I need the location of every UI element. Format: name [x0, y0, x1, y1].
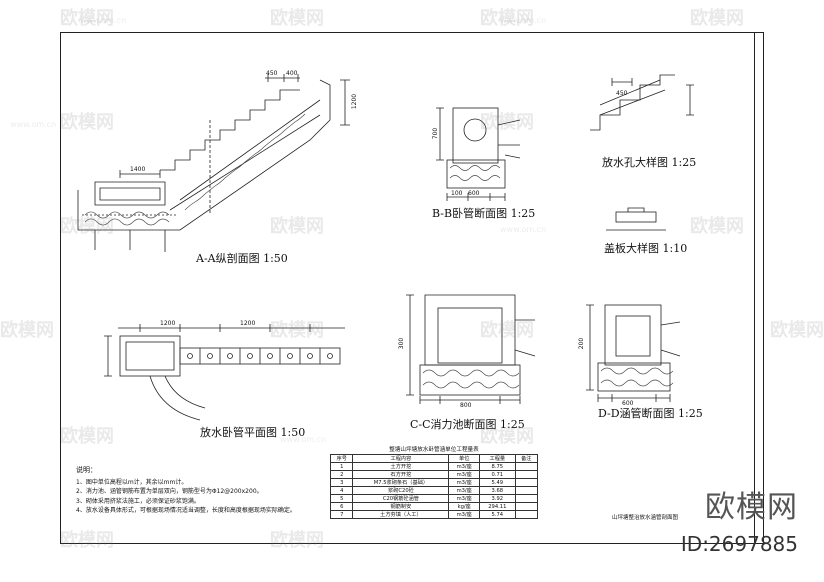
table-header: 备注 — [514, 454, 539, 463]
table-cell: m3/座 — [448, 462, 481, 471]
table-cell: 6 — [329, 502, 354, 511]
watermark-url: www.om.cn — [500, 225, 547, 234]
table-cell: 294.11 — [479, 502, 516, 511]
table-cell: m3/座 — [448, 486, 481, 495]
watermark-url: www.om.cn — [280, 435, 327, 444]
model-id: ID:2697885 — [680, 532, 798, 556]
dim-label: 200 — [578, 337, 586, 350]
table-cell — [514, 502, 539, 511]
bb-rock-fill — [449, 165, 501, 181]
table-cell: 5.74 — [479, 510, 516, 519]
table-cell — [514, 470, 539, 479]
table-cell: 钢筋制安 — [352, 502, 450, 511]
note-item: 4、放水设备具体形式，可根据现场情况适当调整，长度和高度根据现场实际确定。 — [76, 507, 296, 514]
table-cell: 2 — [329, 470, 354, 479]
plan-drawing — [104, 324, 345, 421]
dim-label: 1200 — [351, 93, 359, 110]
table-cell — [514, 478, 539, 487]
bb-title: B-B卧管断面图 1:25 — [432, 207, 536, 220]
cover-detail-drawing — [606, 207, 666, 231]
brand-logo-text: 欧模网 — [705, 490, 798, 525]
plan-title: 放水卧管平面图 1:50 — [200, 426, 306, 439]
table-cell: C20钢筋砼涵管 — [352, 494, 450, 503]
table-cell: m3/座 — [448, 510, 481, 519]
table-cell: 5.49 — [479, 478, 516, 487]
dd-title: D-D涵管断面图 1:25 — [598, 407, 703, 420]
table-cell: 5 — [329, 494, 354, 503]
drawing-frame — [60, 32, 764, 544]
table-cell: 浆砌C20砼 — [352, 486, 450, 495]
hole-title: 放水孔大样图 1:25 — [602, 156, 697, 169]
table-cell: 1 — [329, 462, 354, 471]
note-item: 3、砌体采用挤浆法施工，必须保证砂浆饱满。 — [76, 497, 200, 505]
dim-label: 1200 — [160, 320, 176, 327]
cc-rock-fill — [422, 369, 520, 389]
table-cell: 4 — [329, 486, 354, 495]
notes-block: 说明： 1、图中单位高程以m计，其余以mm计。 2、消力池、涵管钢筋布置为单层双… — [76, 466, 296, 516]
table-header: 工程量 — [479, 454, 516, 463]
table-cell: m3/座 — [448, 470, 481, 479]
table-header-row: 序号 工程内容 单位 工程量 备注 — [329, 454, 539, 463]
aa-title: A-A纵剖面图 1:50 — [196, 252, 288, 265]
table-cell: 土方夯填（人工） — [352, 510, 450, 519]
table-cell — [514, 494, 539, 503]
watermark-url: www.om.cn — [10, 120, 57, 129]
dim-label: 400 — [286, 70, 298, 77]
note-item: 2、消力池、涵管钢筋布置为单层双向，钢筋型号为Φ12@200x200。 — [76, 488, 263, 495]
table-header: 工程内容 — [352, 454, 450, 463]
sheet-title: 山坪塘整治放水涵管剖面图 — [612, 515, 679, 521]
table-cell: 3 — [329, 478, 354, 487]
table-cell: 3.68 — [479, 486, 516, 495]
table-cell: M7.5浆砌条石（基础） — [352, 478, 450, 487]
dim-label: 800 — [460, 402, 472, 409]
cc-section-drawing — [406, 294, 536, 404]
title-block-divider — [754, 32, 755, 544]
dim-label: 300 — [398, 337, 406, 350]
hole-detail-drawing — [590, 74, 694, 131]
table-cell: m3/座 — [448, 494, 481, 503]
table-header: 序号 — [329, 454, 354, 463]
dim-label: 1400 — [130, 166, 146, 173]
dim-label: 600 — [468, 190, 480, 197]
table-cell — [514, 486, 539, 495]
aa-section-drawing — [77, 74, 350, 252]
table-cell: 土方开挖 — [352, 462, 450, 471]
dim-label: 700 — [432, 127, 440, 140]
bb-section-drawing — [436, 107, 521, 201]
table-caption: 整塘山坪塘放水卧管涵单位工程量表 — [389, 447, 479, 453]
cover-title: 盖板大样图 1:10 — [604, 242, 688, 255]
watermark-url: www.om.cn — [500, 16, 547, 25]
table-cell: 7 — [329, 510, 354, 519]
table-cell: 3.92 — [479, 494, 516, 503]
table-cell — [514, 462, 539, 471]
table-cell: 8.75 — [479, 462, 516, 471]
table-cell: m3/座 — [448, 478, 481, 487]
dim-label: 450 — [266, 70, 278, 77]
dim-label: 450 — [616, 90, 628, 97]
watermark-url: www.om.cn — [80, 16, 127, 25]
dim-label: 1200 — [240, 320, 256, 327]
note-item: 1、图中单位高程以m计，其余以mm计。 — [76, 478, 188, 486]
aa-rock-fill — [84, 113, 306, 226]
table-header: 单位 — [448, 454, 481, 463]
table-cell — [514, 510, 539, 519]
dd-section-drawing — [586, 304, 681, 402]
cc-title: C-C消力池断面图 1:25 — [410, 418, 525, 431]
dd-rock-fill — [600, 367, 674, 387]
dim-label: 100 — [451, 190, 463, 197]
table-cell: 石方开挖 — [352, 470, 450, 479]
table-cell: 0.71 — [479, 470, 516, 479]
dim-label: 600 — [622, 400, 634, 407]
table-cell: kg/座 — [448, 502, 481, 511]
notes-heading: 说明： — [76, 466, 97, 474]
